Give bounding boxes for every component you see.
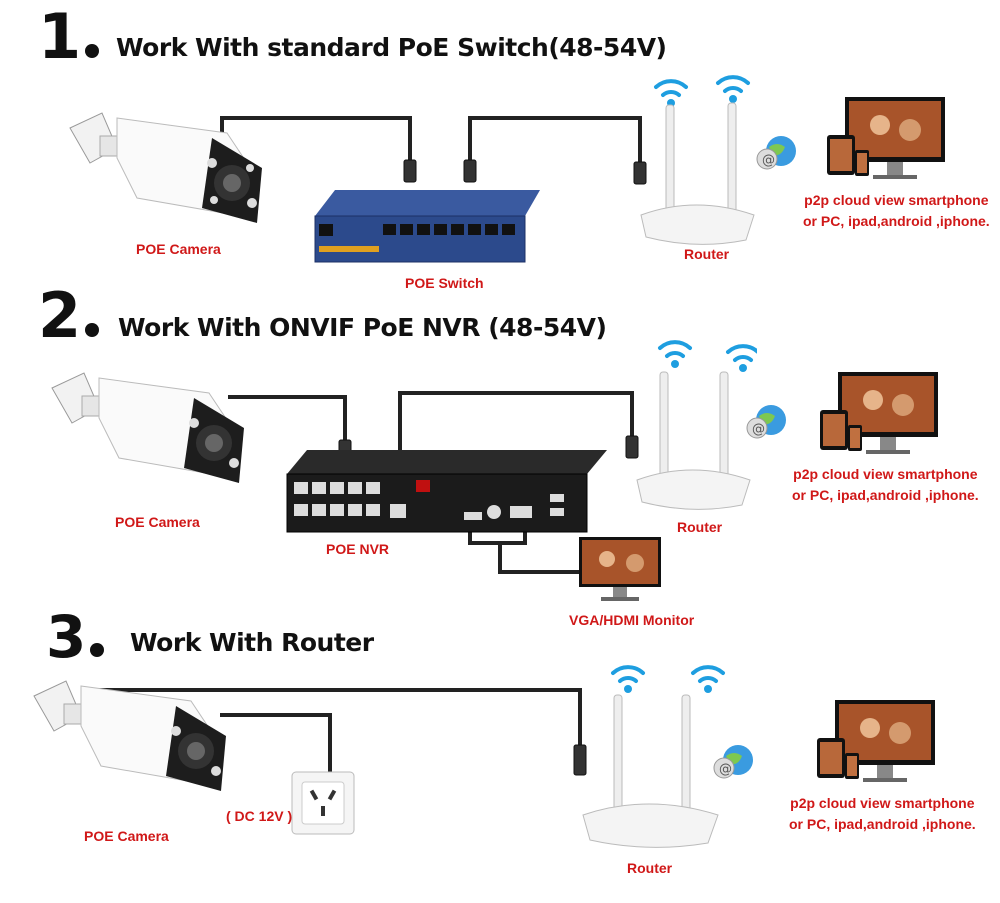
router-label: Router <box>677 519 723 535</box>
p2p-view-text: p2p cloud view smartphone or PC, ipad,an… <box>789 793 976 835</box>
power-socket-icon <box>291 771 355 835</box>
step-number-1: 1 <box>38 6 100 68</box>
cable-monitor <box>498 543 580 574</box>
cable-nvr-router <box>398 391 634 480</box>
cable-camera-switch <box>220 116 412 170</box>
router-label: Router <box>627 860 673 876</box>
cable-camera-power <box>220 713 332 780</box>
section-title-1: Work With standard PoE Switch(48-54V) <box>116 33 667 62</box>
p2p-line-1: p2p cloud view smartphone <box>804 192 989 208</box>
poe-switch-icon <box>314 190 540 263</box>
step-number-3: 3 <box>46 608 105 666</box>
internet-globe-icon: @ <box>746 405 786 439</box>
router-icon <box>582 665 725 848</box>
switch-label: POE Switch <box>405 275 484 291</box>
router-label: Router <box>684 246 730 262</box>
bullet-camera-icon <box>69 112 262 223</box>
p2p-line-1: p2p cloud view smartphone <box>793 466 978 482</box>
cable-camera-nvr <box>228 395 347 450</box>
p2p-view-text: p2p cloud view smartphone or PC, ipad,an… <box>792 464 979 506</box>
rj45-plug <box>463 159 477 183</box>
p2p-line-2: or PC, ipad,android ,iphone. <box>792 487 979 503</box>
viewing-devices-icon <box>817 700 935 782</box>
p2p-line-2: or PC, ipad,android ,iphone. <box>789 816 976 832</box>
camera-label: POE Camera <box>136 241 221 257</box>
cable-switch-router <box>468 116 642 170</box>
svg-text:@: @ <box>752 422 765 437</box>
section-title-2: Work With ONVIF PoE NVR (48-54V) <box>118 313 607 342</box>
svg-text:@: @ <box>762 153 775 168</box>
router-icon <box>636 340 757 510</box>
rj45-plug <box>625 435 639 459</box>
viewing-devices-icon <box>827 97 945 179</box>
monitor-icon <box>579 537 661 601</box>
bullet-camera-icon <box>33 680 226 791</box>
power-label: ( DC 12V ) <box>226 808 293 824</box>
internet-globe-icon: @ <box>713 745 753 779</box>
step-number-2: 2 <box>38 285 100 347</box>
nvr-label: POE NVR <box>326 541 390 557</box>
router-icon <box>640 75 755 245</box>
internet-globe-icon: @ <box>756 136 796 170</box>
camera-label: POE Camera <box>115 514 200 530</box>
monitor-label: VGA/HDMI Monitor <box>569 612 695 628</box>
p2p-line-1: p2p cloud view smartphone <box>790 795 975 811</box>
svg-text:@: @ <box>719 762 732 777</box>
rj45-plug <box>403 159 417 183</box>
camera-label: POE Camera <box>84 828 169 844</box>
p2p-line-2: or PC, ipad,android ,iphone. <box>803 213 990 229</box>
section-title-3: Work With Router <box>130 628 374 657</box>
poe-nvr-icon <box>286 450 607 533</box>
rj45-plug <box>573 744 587 776</box>
viewing-devices-icon <box>820 372 938 454</box>
p2p-view-text: p2p cloud view smartphone or PC, ipad,an… <box>803 190 990 232</box>
rj45-plug <box>633 161 647 185</box>
bullet-camera-icon <box>51 372 244 483</box>
